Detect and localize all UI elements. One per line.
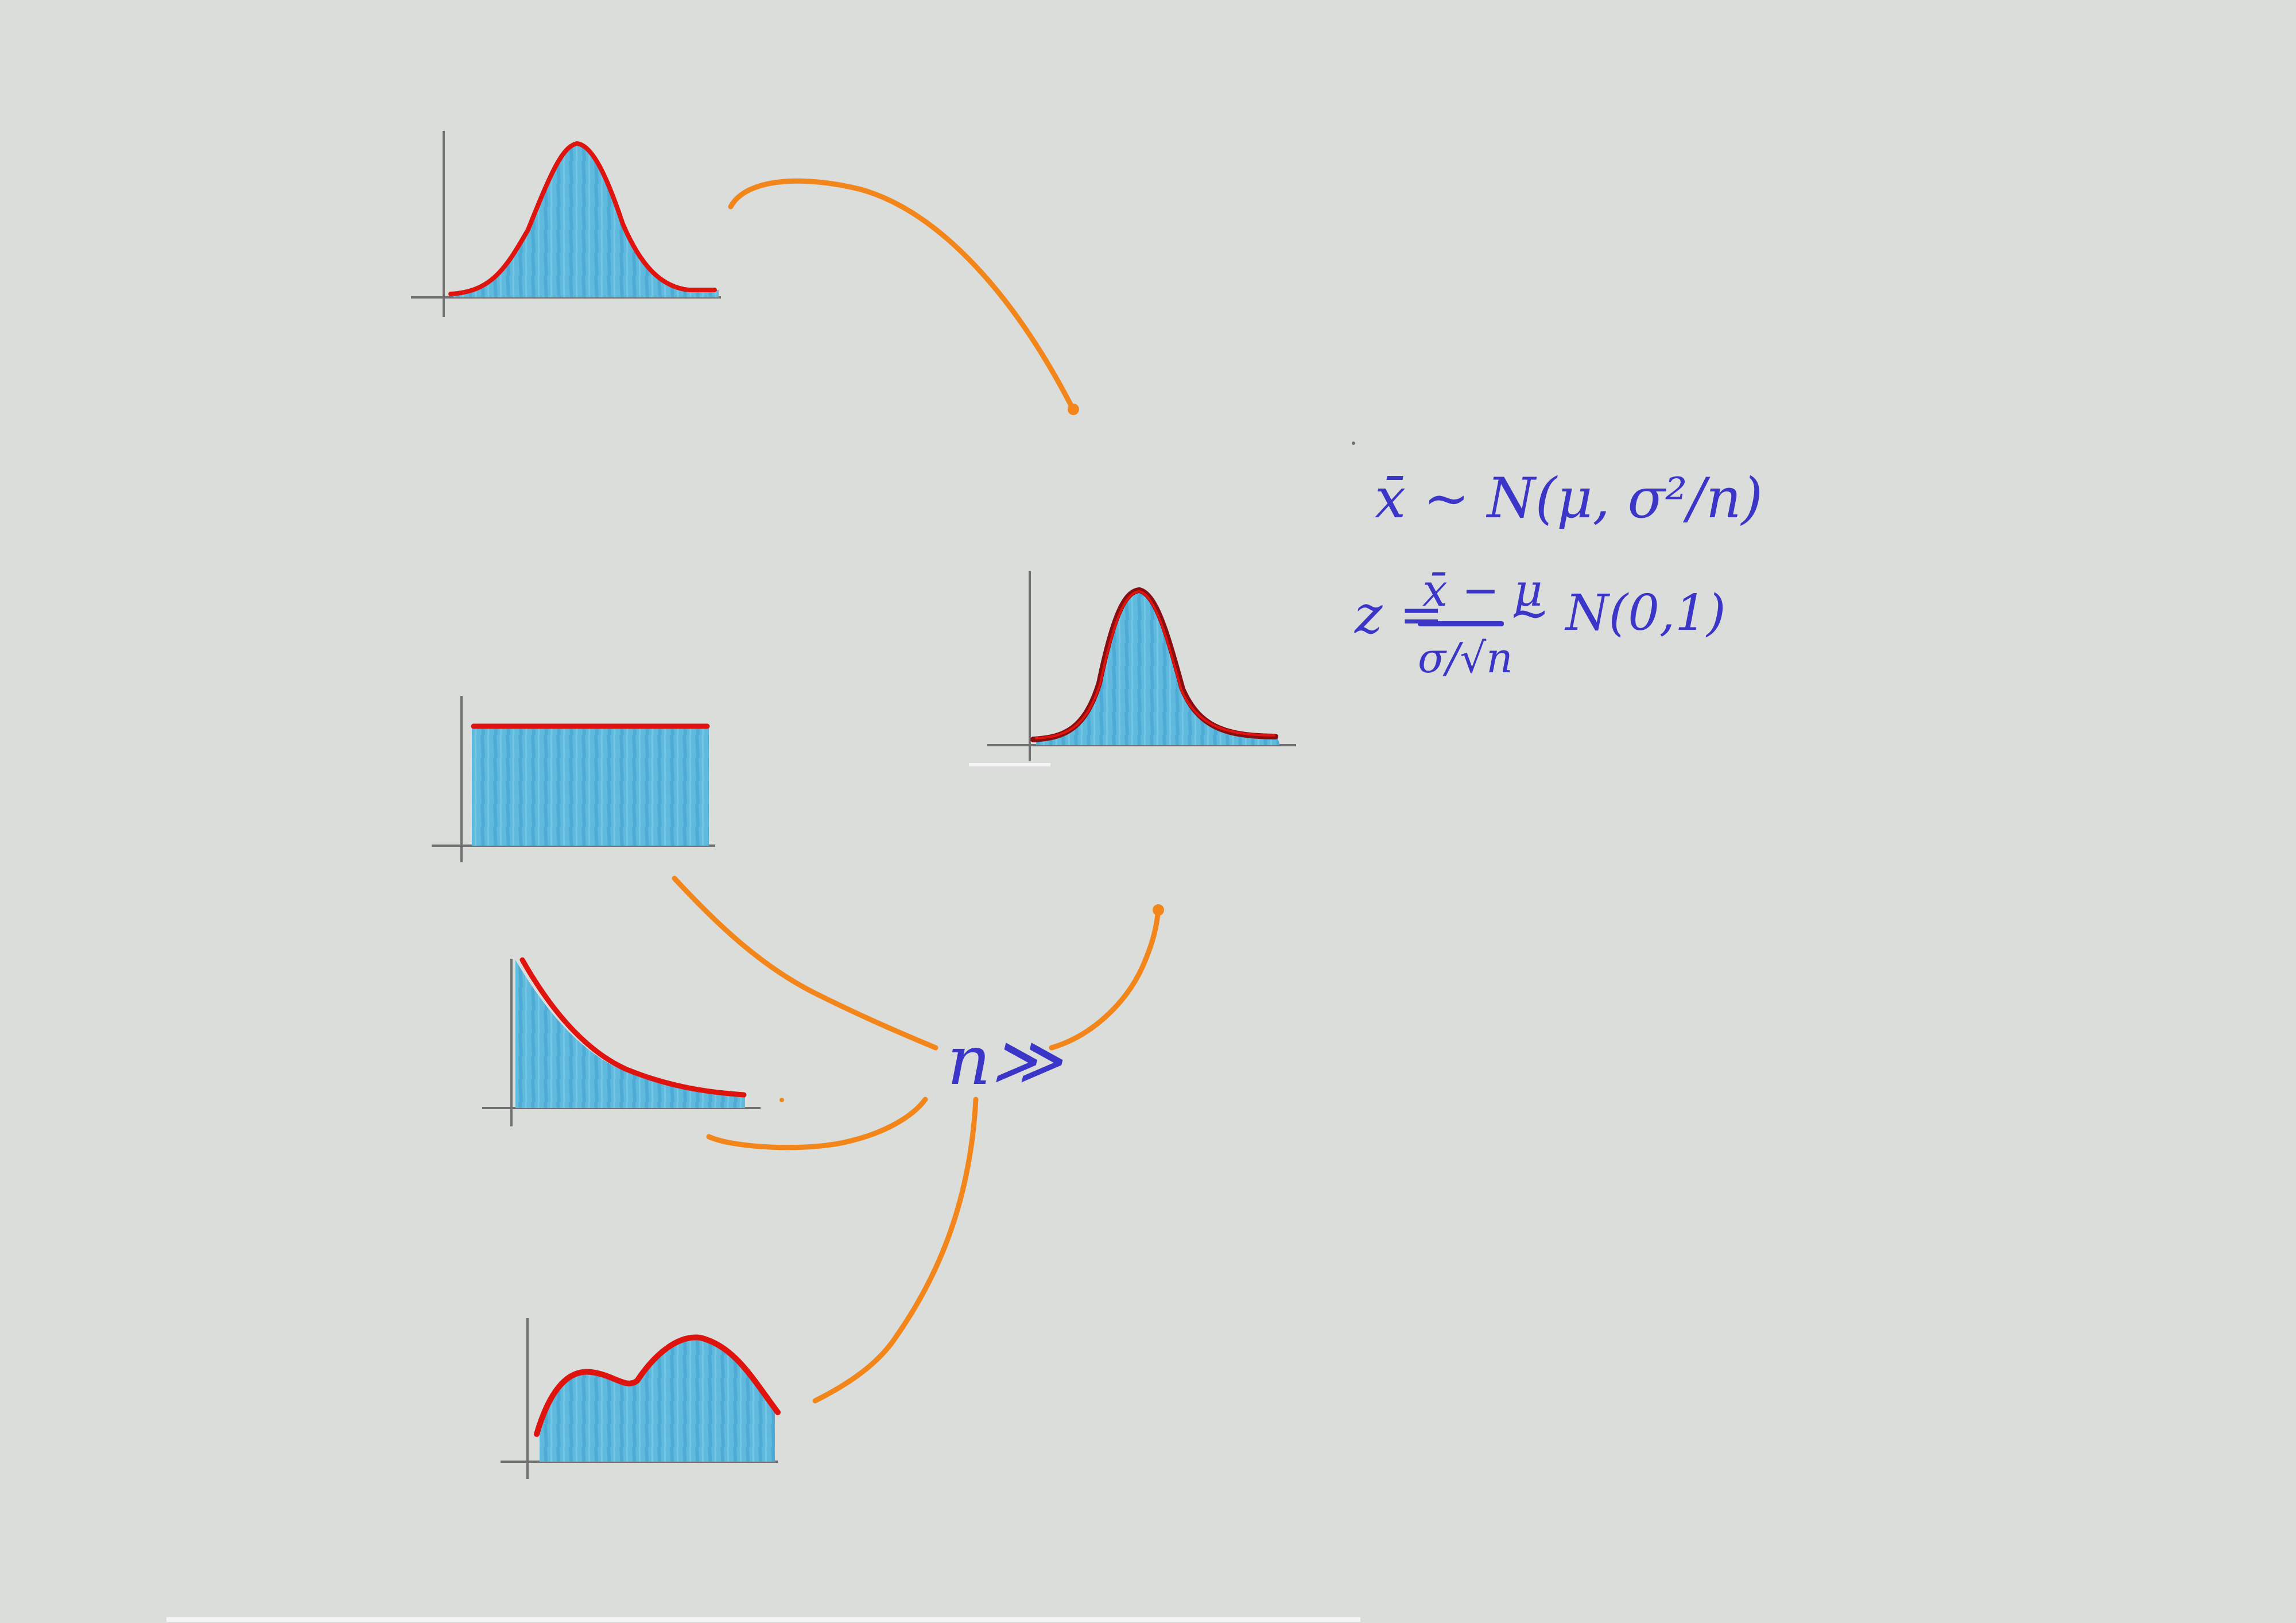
uniform-population-plot (432, 696, 715, 862)
density-fill (540, 1337, 775, 1462)
arrow-normal-to-sampling (728, 178, 1075, 410)
density-fill (515, 960, 745, 1108)
stray-dot (779, 1098, 784, 1102)
page-bottom-edge (166, 1617, 1360, 1622)
density-curve-overlay (1035, 590, 1275, 739)
exponential-population-plot (482, 957, 761, 1126)
density-fill (1036, 590, 1280, 745)
z-numerator: x̄ − μ (1422, 565, 1543, 617)
standard-normal: ∼ N(0,1) (1508, 584, 1726, 642)
z-denominator: σ/√n (1418, 634, 1513, 682)
arrow-n-to-sampling (1049, 905, 1161, 1051)
density-curve (448, 141, 717, 296)
arrow-uniform-to-n (672, 876, 938, 1051)
density-fill (453, 144, 719, 297)
sample-size-label: n≫ (947, 1021, 1062, 1100)
sampling-distribution-plot (969, 571, 1296, 766)
fraction-bar (1418, 621, 1504, 626)
stray-dot (1352, 441, 1355, 445)
arrows (672, 178, 1161, 1404)
sample-mean-distribution: x̄ ∼ N(μ, σ²/n) (1375, 466, 1763, 530)
density-curve (519, 957, 747, 1098)
arrow-exponential-to-n (706, 1097, 928, 1151)
bimodal-population-plot (501, 1318, 781, 1479)
density-fill (472, 726, 709, 846)
normal-population-plot (411, 131, 721, 317)
z-equals: z = (1355, 584, 1444, 645)
arrowhead-dot (1068, 404, 1079, 415)
density-curve (534, 1334, 781, 1437)
arrow-bimodal-to-n (812, 1097, 979, 1404)
arrowhead-dot (1153, 904, 1164, 916)
